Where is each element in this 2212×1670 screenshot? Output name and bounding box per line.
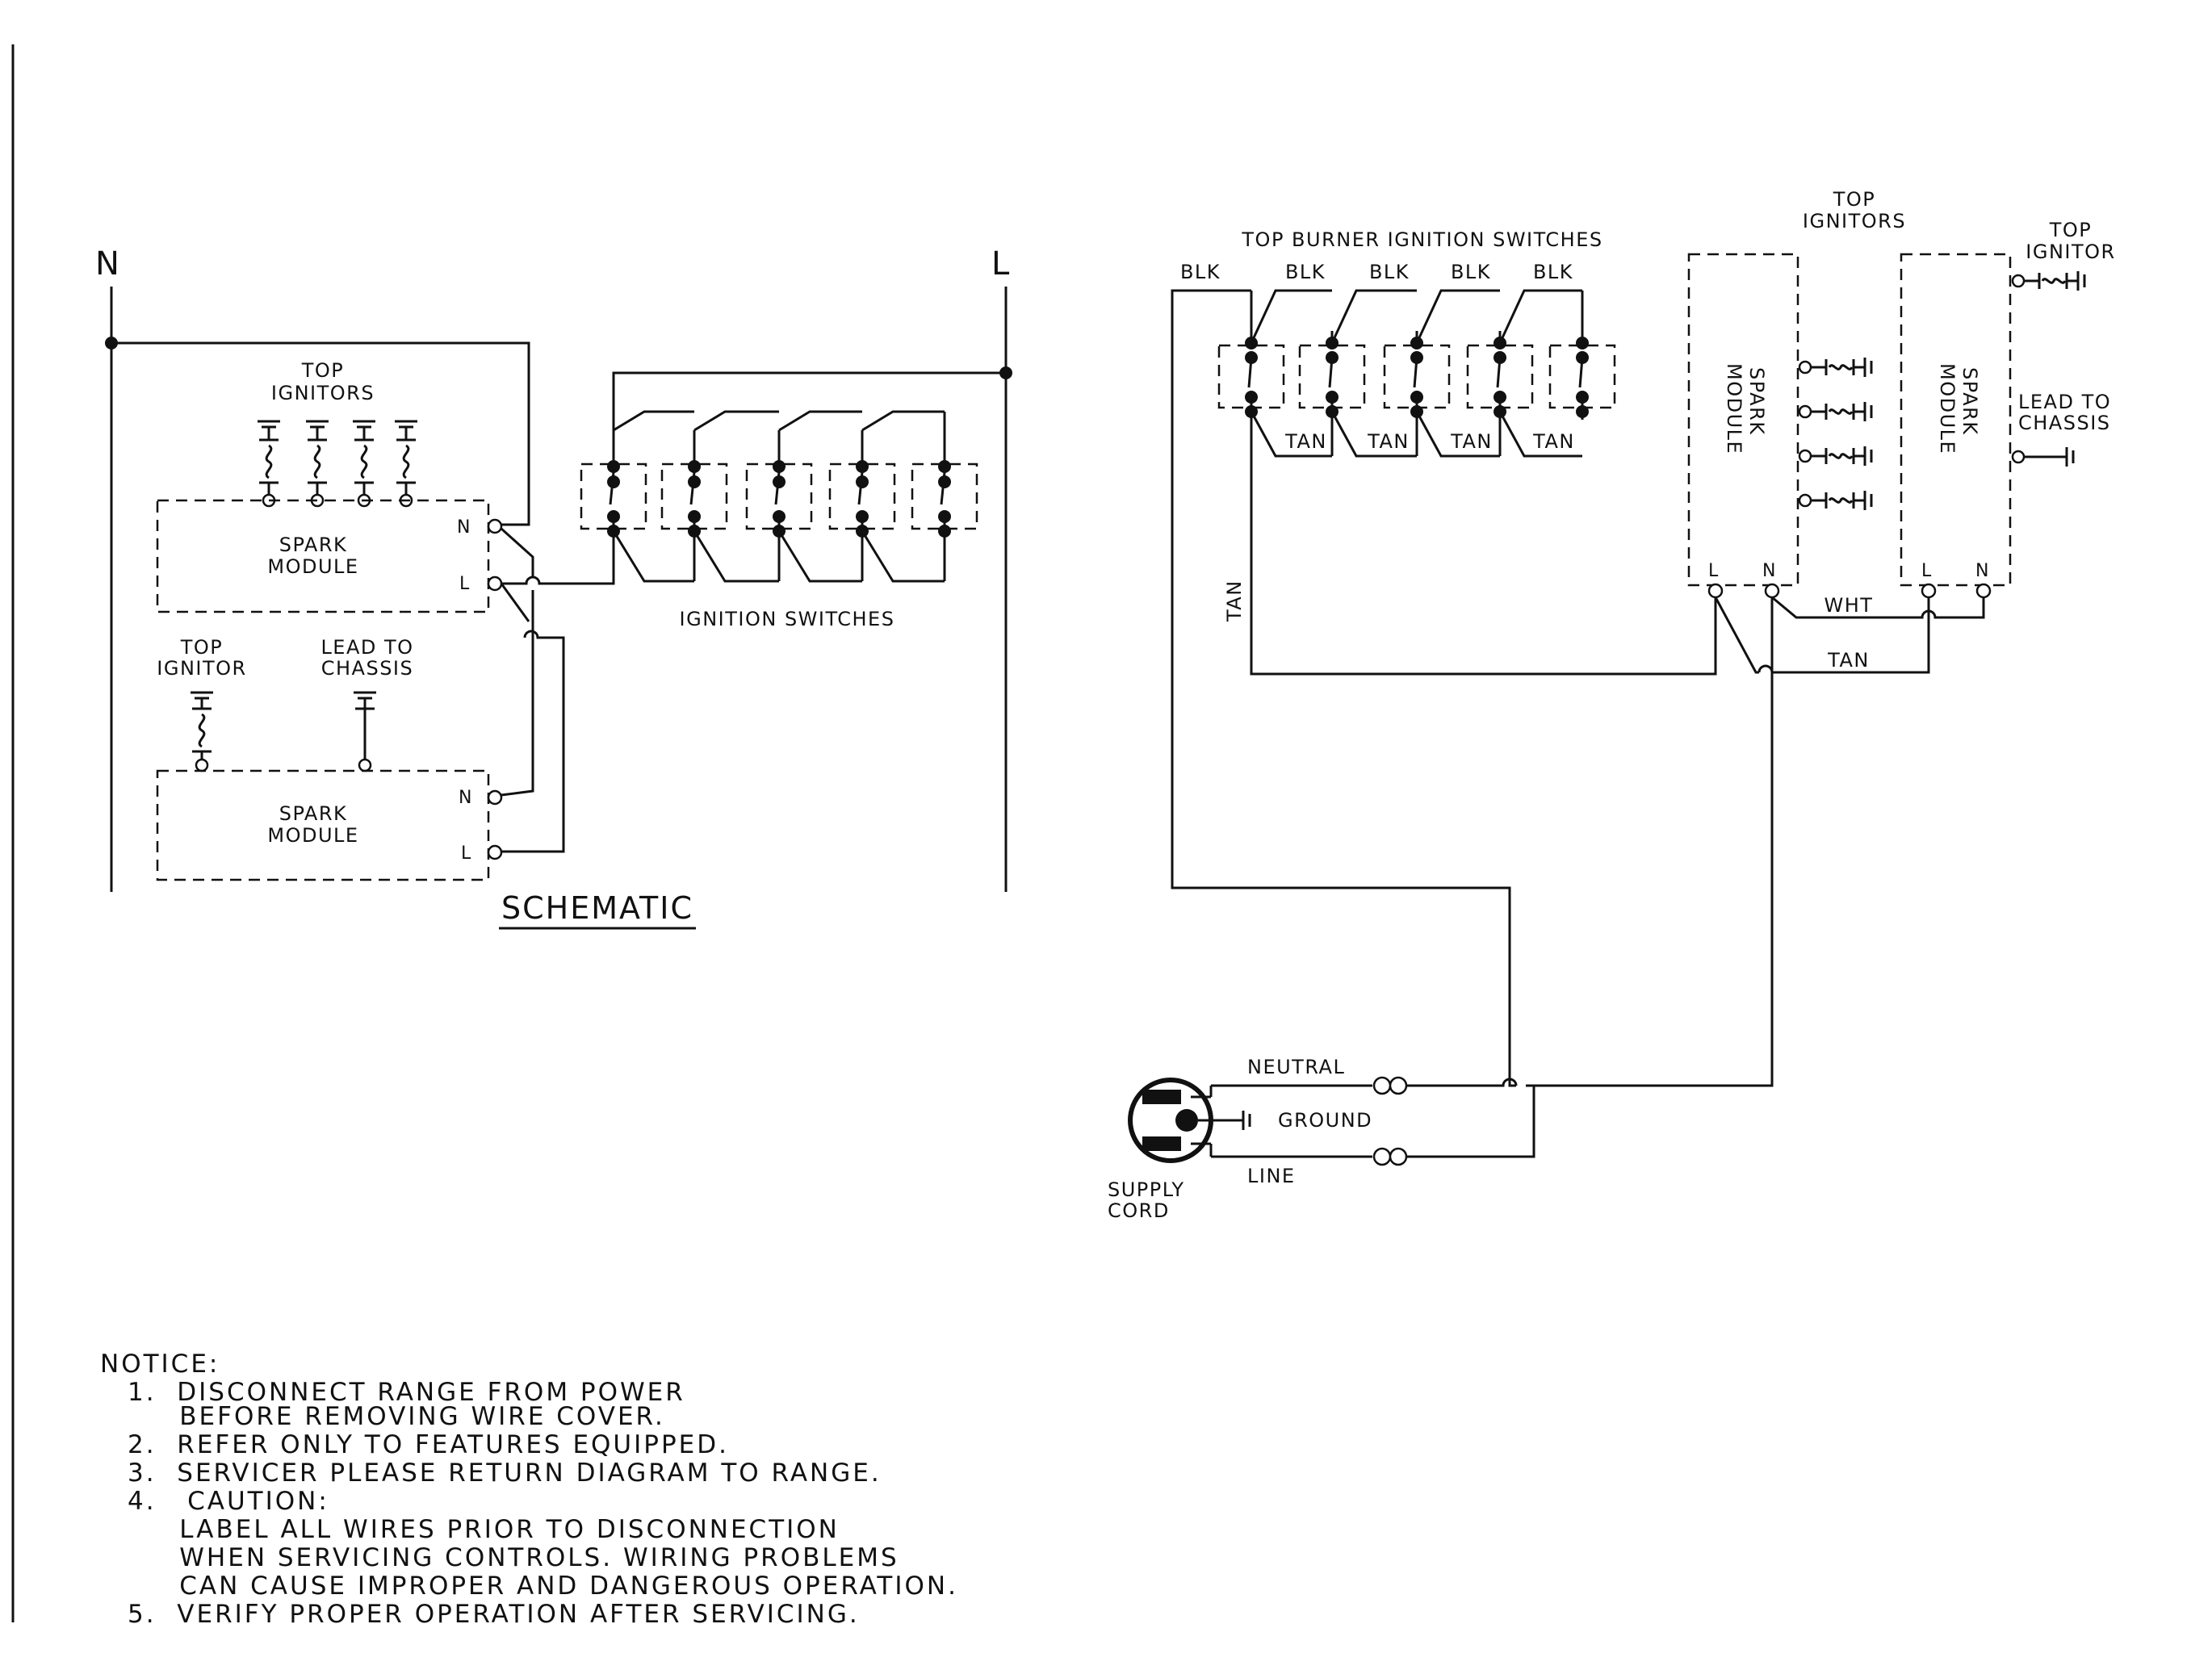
left-module-terminal-l: L: [1708, 561, 1720, 581]
ignition-switches-label: IGNITION SWITCHES: [680, 608, 895, 630]
notice-line: 1. DISCONNECT RANGE FROM POWER: [128, 1378, 685, 1407]
chassis-lead: [2011, 447, 2075, 467]
top-module-terminal-n: N: [457, 517, 471, 538]
vertical-tan-label: TAN: [1223, 580, 1246, 622]
notice-heading: NOTICE:: [100, 1350, 220, 1379]
right-spark-module-label: SPARK: [1959, 367, 1981, 436]
wiring-ignition-switches: [1217, 289, 1616, 458]
top-ignitor-label: TOP: [2049, 219, 2093, 241]
notice-line: BEFORE REMOVING WIRE COVER.: [128, 1402, 665, 1431]
right-module-terminal-l: L: [1921, 561, 1933, 581]
neutral-wire-bottom-module: [501, 590, 534, 797]
right-spark-module-label: MODULE: [1936, 363, 1959, 454]
notice-block: NOTICE: 1. DISCONNECT RANGE FROM POWER B…: [100, 1350, 958, 1629]
wiring-layout: TOP BURNER IGNITION SWITCHES BLK BLK BLK…: [1108, 188, 2115, 1222]
bottom-spark-module-box: [156, 769, 490, 881]
schematic-title: SCHEMATIC: [501, 890, 693, 926]
tan-label: TAN: [1284, 430, 1327, 453]
tan-wire-module-left: [1250, 456, 1717, 676]
bottom-module-l-terminal: [487, 844, 503, 860]
tan-crossover-hop: [1757, 664, 1774, 673]
switch-wire-color: BLK: [1285, 261, 1326, 283]
left-module-terminal-n: N: [1762, 561, 1777, 581]
right-module-terminal-n: N: [1975, 561, 1990, 581]
notice-line: LABEL ALL WIRES PRIOR TO DISCONNECTION: [128, 1515, 840, 1544]
right-module-l-terminal: [1921, 583, 1937, 599]
tan-label: TAN: [1532, 430, 1575, 453]
switch-wire-color: BLK: [1180, 261, 1221, 283]
left-module-n-terminal: [1764, 583, 1780, 599]
lead-to-chassis-label: CHASSIS: [2018, 412, 2111, 434]
top-ignitors-label: TOP: [1833, 188, 1876, 211]
top-ignitor-label: IGNITOR: [157, 657, 246, 680]
neutral-label: NEUTRAL: [1247, 1056, 1345, 1078]
left-spark-module-label: MODULE: [1723, 363, 1745, 454]
bottom-spark-module-label: MODULE: [267, 824, 358, 847]
wht-label: WHT: [1824, 594, 1874, 617]
supply-cord-label: SUPPLY: [1108, 1178, 1185, 1201]
neutral-crossover-wire: [500, 527, 534, 577]
bottom-spark-module-label: SPARK: [279, 802, 348, 825]
line-wire-bottom-module: [501, 630, 565, 853]
neutral-bus-label: N: [95, 245, 119, 283]
wht-wire: [1771, 596, 1985, 619]
notice-line: 3. SERVICER PLEASE RETURN DIAGRAM TO RAN…: [128, 1459, 882, 1488]
tan-bottom-label: TAN: [1827, 649, 1870, 672]
line-wire-module-switches: [501, 529, 615, 585]
switch-wire-color: BLK: [1451, 261, 1491, 283]
right-spark-module-box: [1900, 253, 2012, 587]
ground-label: GROUND: [1278, 1109, 1372, 1132]
left-spark-module-label: SPARK: [1745, 367, 1768, 436]
top-module-l-terminal: [487, 576, 503, 592]
tan-wire-modules: [1714, 596, 1930, 674]
left-spark-module-box: [1687, 253, 1799, 587]
top-ignitors-label: IGNITORS: [1803, 210, 1906, 232]
tan-label: TAN: [1450, 430, 1493, 453]
top-ignitor-label: TOP: [180, 636, 224, 659]
lead-to-chassis-label: LEAD TO: [320, 636, 413, 659]
bottom-module-terminal-n: N: [459, 788, 473, 808]
chassis-lead: [354, 691, 376, 772]
top-spark-module-label: SPARK: [279, 534, 348, 556]
line-bus-label: L: [991, 245, 1010, 283]
bottom-ignitor: [191, 691, 213, 772]
left-module-l-terminal: [1707, 583, 1724, 599]
notice-line: 2. REFER ONLY TO FEATURES EQUIPPED.: [128, 1430, 729, 1459]
wiring-top-ignitors: [1798, 358, 1873, 510]
top-ignitor-label: IGNITOR: [2026, 241, 2115, 263]
notice-line: WHEN SERVICING CONTROLS. WIRING PROBLEMS: [128, 1543, 899, 1572]
neutral-wire-top-module: [111, 341, 530, 526]
top-ignitors-label: TOP: [301, 359, 345, 382]
notice-line: CAN CAUSE IMPROPER AND DANGEROUS OPERATI…: [128, 1572, 958, 1601]
top-ignitors-label: IGNITORS: [271, 382, 375, 404]
notice-line: 5. VERIFY PROPER OPERATION AFTER SERVICI…: [128, 1600, 860, 1629]
bottom-module-n-terminal: [487, 789, 503, 806]
line-crossover-wire: [500, 583, 530, 622]
schematic-ignition-switches: [580, 410, 978, 583]
lead-to-chassis-label: CHASSIS: [321, 657, 414, 680]
right-top-ignitor: [2011, 271, 2086, 291]
blk-feed-wire: [1171, 289, 1516, 1087]
lead-to-chassis-label: LEAD TO: [2018, 391, 2111, 413]
switches-title: TOP BURNER IGNITION SWITCHES: [1241, 228, 1602, 251]
switch-wire-color: BLK: [1533, 261, 1573, 283]
line-label: LINE: [1247, 1165, 1296, 1187]
switch-wire-color: BLK: [1369, 261, 1410, 283]
supply-cord-plug: [1128, 1076, 1535, 1166]
top-module-n-terminal: [487, 518, 503, 534]
schematic: N L TOP IGNITORS: [95, 245, 1012, 930]
bottom-module-terminal-l: L: [461, 843, 472, 864]
top-ignitors: [258, 420, 417, 508]
top-spark-module-label: MODULE: [267, 555, 358, 578]
tan-label: TAN: [1367, 430, 1410, 453]
notice-line: 4. CAUTION:: [128, 1487, 329, 1516]
neutral-feed-wire: [1526, 672, 1774, 1087]
line-wire-switches: [612, 371, 1006, 430]
top-module-terminal-l: L: [459, 574, 471, 594]
supply-cord-label: CORD: [1108, 1199, 1170, 1222]
right-module-n-terminal: [1975, 583, 1992, 599]
